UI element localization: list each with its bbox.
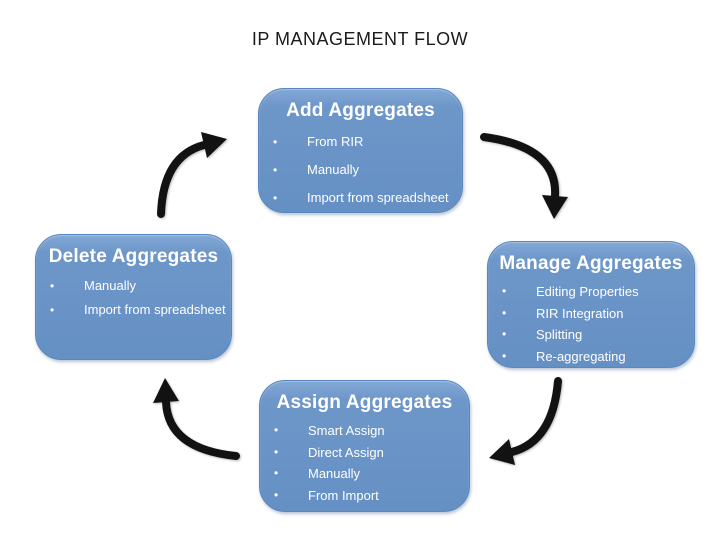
flow-box-assign-aggregates: Assign Aggregates Smart AssignDirect Ass…: [259, 380, 470, 512]
bullet-item: Direct Assign: [272, 442, 461, 464]
box-heading: Add Aggregates: [286, 100, 435, 121]
flow-box-add-aggregates: Add Aggregates From RIRManuallyImport fr…: [258, 88, 463, 213]
arrow-head: [201, 132, 227, 158]
bullet-item: From RIR: [271, 128, 454, 156]
arrow-shaft: [480, 133, 560, 200]
bullet-list: Editing PropertiesRIR IntegrationSplitti…: [488, 281, 694, 367]
curved-arrow-delete-to-add-icon: [157, 132, 227, 218]
bullet-item: Re-aggregating: [500, 346, 686, 368]
curved-arrow-manage-to-assign-icon: [489, 377, 562, 465]
bullet-item: Manually: [272, 463, 461, 485]
box-heading: Assign Aggregates: [276, 392, 453, 413]
bullet-item: Editing Properties: [500, 281, 686, 303]
arrow-shaft: [162, 398, 240, 460]
bullet-item: Splitting: [500, 324, 686, 346]
flow-box-manage-aggregates: Manage Aggregates Editing PropertiesRIR …: [487, 241, 695, 368]
bullet-item: Smart Assign: [272, 420, 461, 442]
bullet-item: From Import: [272, 485, 461, 507]
box-heading: Manage Aggregates: [499, 253, 683, 274]
bullet-list: ManuallyImport from spreadsheet: [36, 274, 231, 322]
box-heading: Delete Aggregates: [48, 246, 219, 267]
bullet-item: RIR Integration: [500, 303, 686, 325]
bullet-item: Manually: [271, 156, 454, 184]
bullet-list: Smart AssignDirect AssignManuallyFrom Im…: [260, 420, 469, 506]
flow-box-delete-aggregates: Delete Aggregates ManuallyImport from sp…: [35, 234, 232, 360]
bullet-item: Import from spreadsheet: [271, 184, 454, 212]
arrow-shaft: [157, 141, 208, 218]
arrow-shaft: [508, 377, 562, 456]
page-title: IP MANAGEMENT FLOW: [251, 29, 469, 49]
curved-arrow-add-to-manage-icon: [480, 133, 568, 219]
bullet-item: Import from spreadsheet: [48, 298, 226, 322]
arrow-head: [489, 439, 515, 465]
arrow-head: [542, 195, 568, 219]
bullet-list: From RIRManuallyImport from spreadsheet: [259, 128, 462, 212]
curved-arrow-assign-to-delete-icon: [153, 378, 240, 460]
arrow-head: [153, 378, 179, 403]
bullet-item: Manually: [48, 274, 223, 298]
